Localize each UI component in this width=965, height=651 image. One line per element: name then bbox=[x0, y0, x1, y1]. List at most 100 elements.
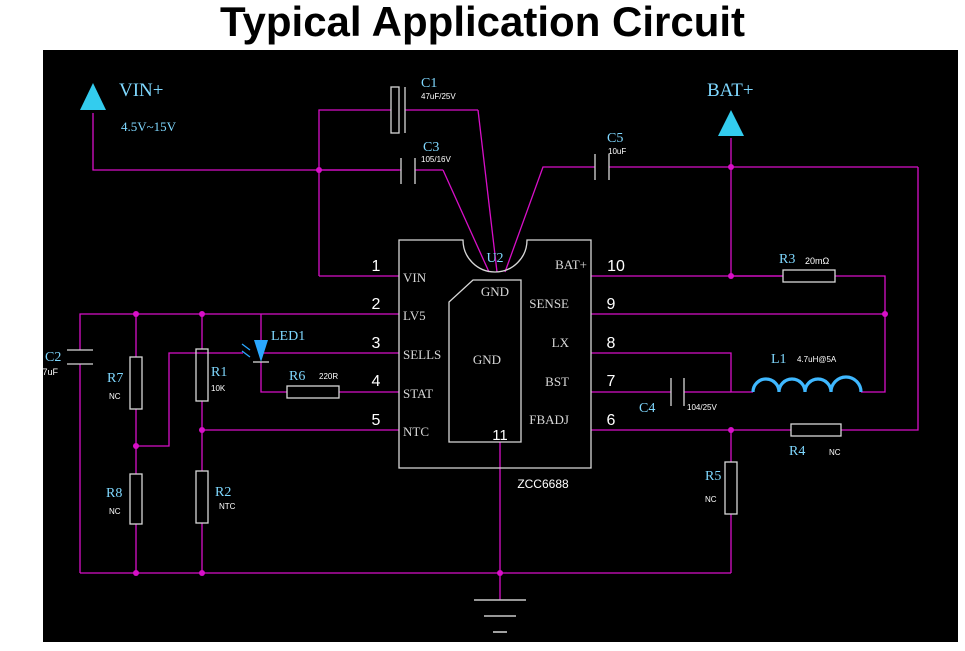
bat-arrow-icon bbox=[718, 110, 744, 136]
vin-symbol: VIN+ 4.5V~15V bbox=[80, 80, 177, 134]
resistor-r7: R7 NC bbox=[107, 356, 143, 410]
r3-value: 20mΩ bbox=[805, 256, 830, 266]
ic-gnd-center: GND bbox=[473, 352, 501, 367]
l1-ref: L1 bbox=[771, 352, 787, 367]
wire-vin-arrow bbox=[92, 113, 399, 171]
r7-ref: R7 bbox=[107, 371, 123, 386]
wire-c3-to-u2 bbox=[442, 169, 490, 273]
c3-value: 105/16V bbox=[421, 155, 451, 164]
c1-ref: C1 bbox=[421, 76, 437, 91]
pin-name-lv5: LV5 bbox=[403, 308, 426, 323]
capacitor-c2: C2 4.7uF bbox=[43, 349, 93, 377]
c1-plate bbox=[390, 86, 400, 134]
pin-num-4: 4 bbox=[372, 373, 381, 390]
c1-value: 47uF/25V bbox=[421, 92, 456, 101]
resistor-r6: R6 220R bbox=[286, 369, 340, 399]
r2-body bbox=[195, 470, 209, 524]
junction bbox=[133, 443, 139, 449]
pin-num-3: 3 bbox=[372, 335, 381, 352]
r6-value: 220R bbox=[319, 372, 338, 381]
junction bbox=[199, 570, 205, 576]
r1-body bbox=[195, 348, 209, 402]
capacitor-c4: C4 104/25V bbox=[639, 378, 717, 416]
r4-body bbox=[790, 423, 842, 437]
page-title: Typical Application Circuit bbox=[219, 0, 746, 45]
l1-coil-icon bbox=[751, 375, 863, 393]
led1-ref: LED1 bbox=[271, 329, 305, 344]
c5-value: 10uF bbox=[608, 147, 626, 156]
c5-ref: C5 bbox=[607, 131, 623, 146]
ground-symbol bbox=[474, 599, 526, 633]
ic-gnd-pad bbox=[448, 279, 522, 443]
resistor-r8: R8 NC bbox=[106, 473, 143, 525]
wire-c1-left bbox=[318, 109, 391, 276]
wire-r3-right bbox=[835, 275, 886, 314]
ic-ref: U2 bbox=[486, 251, 503, 266]
junction bbox=[497, 570, 503, 576]
resistor-r1: R1 10K bbox=[195, 348, 227, 402]
pin-num-8: 8 bbox=[607, 335, 616, 352]
ic-pin-bottom: 11 bbox=[492, 427, 508, 444]
l1-value: 4.7uH@5A bbox=[797, 355, 837, 364]
pin-name-batplus: BAT+ bbox=[555, 257, 587, 272]
wire-c1-to-u2 bbox=[477, 109, 498, 273]
junction bbox=[728, 273, 734, 279]
r7-value: NC bbox=[109, 392, 121, 401]
r5-body bbox=[724, 461, 738, 515]
capacitor-c1: C1 47uF/25V bbox=[390, 76, 456, 134]
wire-led-bottom bbox=[260, 362, 287, 393]
r3-ref: R3 bbox=[779, 252, 795, 267]
c4-ref: C4 bbox=[639, 401, 655, 416]
vin-range: 4.5V~15V bbox=[121, 119, 177, 134]
r5-ref: R5 bbox=[705, 469, 721, 484]
pin-num-6: 6 bbox=[607, 412, 616, 429]
resistor-r5: R5 NC bbox=[705, 461, 738, 515]
wire-c5-to-u2 bbox=[504, 166, 595, 273]
r2-ref: R2 bbox=[215, 485, 231, 500]
c2-ref: C2 bbox=[45, 350, 61, 365]
junction bbox=[133, 570, 139, 576]
bat-label: BAT+ bbox=[707, 80, 754, 101]
r4-ref: R4 bbox=[789, 444, 805, 459]
capacitor-c5: C5 10uF bbox=[594, 131, 626, 180]
pin-name-sense: SENSE bbox=[529, 296, 569, 311]
resistor-r2: R2 NTC bbox=[195, 470, 236, 524]
r8-ref: R8 bbox=[106, 486, 122, 501]
c4-value: 104/25V bbox=[687, 403, 717, 412]
c3-ref: C3 bbox=[423, 140, 439, 155]
wire-r7-mid bbox=[136, 352, 243, 447]
pin-name-ntc: NTC bbox=[403, 424, 429, 439]
resistor-r4: R4 NC bbox=[789, 423, 842, 459]
junctions bbox=[133, 164, 888, 576]
pin-num-1: 1 bbox=[372, 258, 381, 275]
c2-value: 4.7uF bbox=[43, 367, 59, 377]
r7-body bbox=[129, 356, 143, 410]
ic-u2: U2 GND GND ZCC6688 11 1 VIN 2 LV5 3 SELL… bbox=[372, 239, 625, 491]
pin-name-fbadj: FBADJ bbox=[529, 412, 569, 427]
r3-body bbox=[782, 269, 836, 283]
pin-num-9: 9 bbox=[607, 296, 616, 313]
r6-body bbox=[286, 385, 340, 399]
r1-ref: R1 bbox=[211, 365, 227, 380]
pin-name-bst: BST bbox=[545, 374, 569, 389]
ic-outline bbox=[398, 239, 592, 469]
led-light-icon bbox=[241, 350, 251, 358]
junction bbox=[316, 167, 322, 173]
pin-num-2: 2 bbox=[372, 296, 381, 313]
pin-num-7: 7 bbox=[607, 373, 616, 390]
vin-label: VIN+ bbox=[119, 80, 164, 101]
wire-l1-right bbox=[861, 314, 886, 393]
vin-arrow-icon bbox=[80, 83, 106, 110]
led-diode-icon bbox=[254, 340, 268, 362]
ic-part: ZCC6688 bbox=[517, 477, 569, 491]
junction bbox=[133, 311, 139, 317]
junction bbox=[728, 427, 734, 433]
capacitor-c3: C3 105/16V bbox=[400, 140, 451, 184]
r8-value: NC bbox=[109, 507, 121, 516]
pin-num-10: 10 bbox=[607, 258, 625, 275]
led-light-icon bbox=[241, 343, 251, 351]
bat-symbol: BAT+ bbox=[707, 80, 754, 136]
wire-lv5 bbox=[79, 313, 399, 350]
r2-value: NTC bbox=[219, 502, 236, 511]
r4-value: NC bbox=[829, 448, 841, 457]
